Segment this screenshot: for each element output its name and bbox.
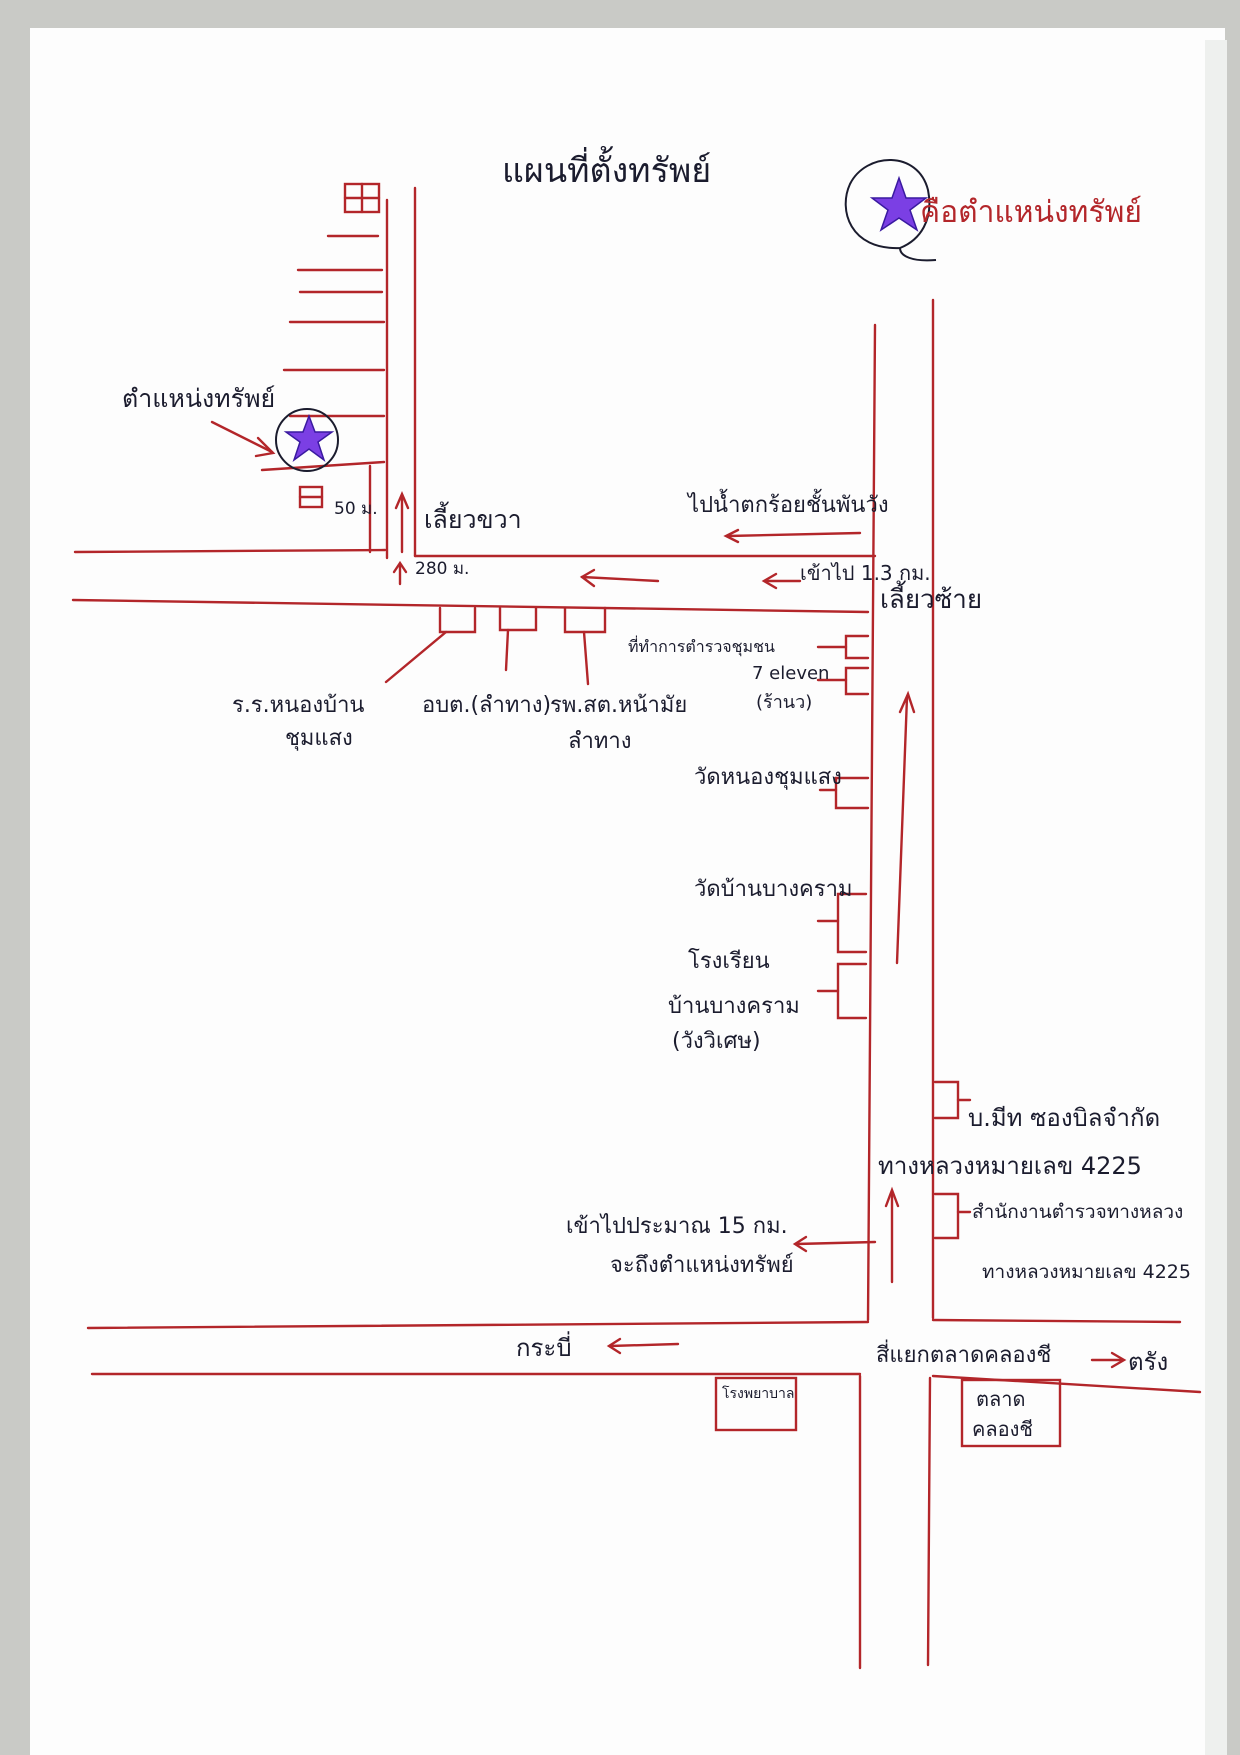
arrow-left-1 <box>580 575 660 583</box>
label-hospital: โรงพยาบาล <box>722 1385 795 1402</box>
landmark-school-2: ชุมแสง <box>285 726 353 751</box>
arrowhead-krabi <box>606 1337 622 1355</box>
label-market-1: ตลาด <box>976 1387 1025 1411</box>
landmark-temple-1: วัดหนองชุมแสง <box>694 765 842 790</box>
pointer-health <box>582 630 590 686</box>
label-enter-13km: เข้าไป 1.3 กม. <box>800 561 931 585</box>
landmark-health-1: รพ.สต.หน้ามัย <box>550 693 687 718</box>
property-marker-legend <box>844 159 937 262</box>
hospital-box <box>714 1376 798 1432</box>
building-sao <box>498 606 538 632</box>
road-top-h3 <box>71 598 870 614</box>
landmark-highway: ทางหลวงหมายเลข 4225 <box>878 1152 1142 1180</box>
road-top-h1 <box>73 548 387 554</box>
arrowhead-up <box>392 560 408 574</box>
label-krabi: กระบี่ <box>516 1331 572 1362</box>
landmark-seven-1: 7 eleven <box>752 663 829 684</box>
label-turn-left: เลี้ยวซ้าย <box>880 580 982 615</box>
star-icon <box>283 413 335 462</box>
arrow-to-property <box>210 420 274 454</box>
road-bottom-h2 <box>931 1318 1182 1324</box>
label-to-waterfall: ไปน้ำตกร้อยชั้นพันวัง <box>686 489 889 518</box>
distance-50m: 50 ม. <box>334 499 378 519</box>
marker-circle-legend <box>844 159 937 262</box>
label-enter-15km: เข้าไปประมาณ 15 กม. <box>566 1213 788 1239</box>
landmark-school-4: บ้านบางคราม <box>668 994 800 1019</box>
landmark-health-2: ลำทาง <box>568 729 631 754</box>
landmark-police: ที่ทำการตำรวจชุมชน <box>628 635 775 657</box>
landmark-school-1: ร.ร.หนองบ้าน <box>232 693 364 718</box>
market-box <box>960 1378 1062 1448</box>
landmark-highway-office-1: สำนักงานตำรวจทางหลวง <box>972 1201 1183 1223</box>
property-marker-left <box>275 408 339 472</box>
legend-label: คือตำแหน่งทรัพย์ <box>920 195 1142 230</box>
arrowhead-north-2 <box>884 1186 900 1208</box>
road-south-v2 <box>926 1376 932 1667</box>
building-school <box>438 606 477 634</box>
pointer-school <box>384 630 448 684</box>
property-label-left: ตำแหน่งทรัพย์ <box>122 384 275 413</box>
paper-background <box>30 28 1225 1755</box>
landmark-seven-2: (ร้านว) <box>756 692 812 713</box>
label-trang: ตรัง <box>1128 1348 1168 1376</box>
road-bottom-h4 <box>931 1374 1202 1394</box>
label-junction: สี่แยกตลาดคลองชี <box>876 1339 1051 1368</box>
pointer-sao <box>504 628 510 672</box>
star-icon <box>869 175 929 232</box>
road-bottom-h1 <box>86 1320 870 1330</box>
landmark-temple-2: วัดบ้านบางคราม <box>694 877 852 902</box>
paper-edge-shadow <box>1205 40 1227 1755</box>
road-right-v1 <box>866 323 877 1322</box>
arrowhead-trang <box>1110 1351 1127 1369</box>
marker-circle-left <box>275 408 339 472</box>
label-turn-right: เลี้ยวขวา <box>424 501 522 534</box>
arrowhead-enter-15km <box>792 1235 808 1253</box>
landmark-company: บ.มีท ซองบิลจำกัด <box>968 1104 1160 1132</box>
arrow-to-waterfall <box>726 531 862 538</box>
building-highway-office <box>933 1192 960 1240</box>
landmark-school-3: โรงเรียน <box>688 948 770 974</box>
arrowhead-north-1 <box>898 690 916 714</box>
arrow-north-1 <box>895 695 909 965</box>
arrowhead-left-2 <box>761 572 778 590</box>
arrow-enter-15km <box>794 1240 877 1246</box>
map-title: แผนที่ตั้งทรัพย์ <box>502 146 711 191</box>
arrowhead-waterfall <box>723 528 740 544</box>
arrowhead-turn-right <box>394 490 410 510</box>
label-enter-15km-2: จะถึงตำแหน่งทรัพย์ <box>610 1253 794 1278</box>
landmark-sao: อบต.(ลำทาง) <box>422 693 551 718</box>
building-temple-2 <box>836 892 868 954</box>
distance-280m: 280 ม. <box>415 559 469 579</box>
landmark-highway-office-2: ทางหลวงหมายเลข 4225 <box>982 1261 1191 1283</box>
building-temple-1 <box>834 776 870 810</box>
arrowhead-property <box>254 436 276 458</box>
label-market-2: คลองชี <box>972 1417 1033 1441</box>
arrowhead-left-1 <box>579 568 596 588</box>
arrow-krabi <box>608 1342 680 1348</box>
landmark-school-5: (วังวิเศษ) <box>672 1029 761 1054</box>
